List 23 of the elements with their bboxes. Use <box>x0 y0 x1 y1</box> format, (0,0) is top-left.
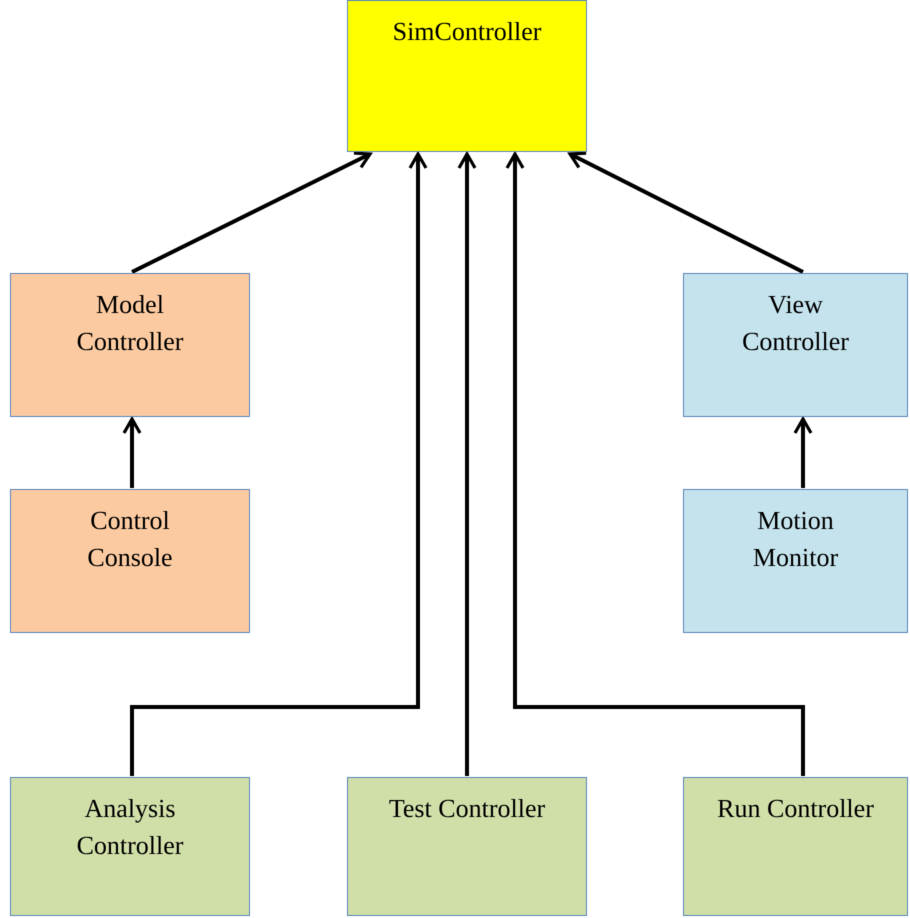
process-box <box>683 489 908 633</box>
box-label: Motion Monitor <box>752 505 840 574</box>
process-box <box>347 777 587 916</box>
arrow <box>130 152 428 776</box>
arrow <box>793 417 813 488</box>
arrow <box>131 151 372 274</box>
box-label: SimController <box>392 16 542 48</box>
process-box <box>10 273 250 417</box>
process-box <box>10 777 250 916</box>
box-label: View Controller <box>741 289 850 358</box>
box-label: Control Console <box>86 505 174 574</box>
process-box <box>10 489 250 633</box>
process-box <box>683 273 908 417</box>
process-box <box>683 777 908 916</box>
process-box <box>347 0 587 152</box>
box-label: Run Controller <box>717 793 874 825</box>
box-label: Analysis Controller <box>76 793 184 862</box>
box-label: Model Controller <box>76 289 184 358</box>
arrow <box>568 152 804 274</box>
arrow <box>505 152 805 776</box>
box-label: Test Controller <box>388 793 546 825</box>
arrow <box>122 417 142 488</box>
arrow <box>457 152 477 776</box>
